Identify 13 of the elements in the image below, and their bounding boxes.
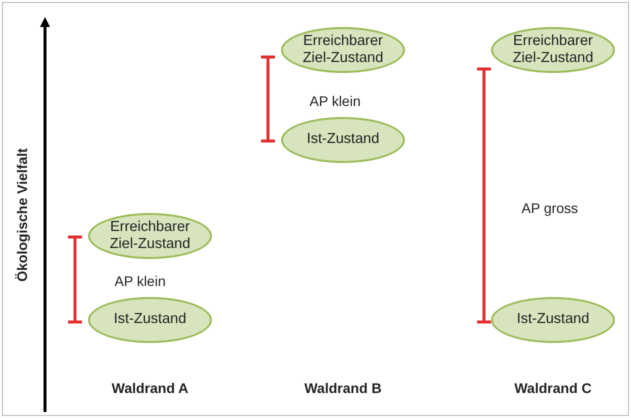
state-label: Ist-Zustand: [114, 311, 186, 329]
axis-label: Ökologische Vielfalt: [14, 148, 30, 282]
gap-label: AP klein: [114, 273, 166, 289]
state-label: Erreichbarer Ziel-Zustand: [108, 218, 192, 254]
gap-label: AP gross: [522, 200, 578, 216]
state-label: Erreichbarer Ziel-Zustand: [512, 32, 594, 68]
column-label: Waldrand C: [513, 378, 593, 398]
state-label: Ist-Zustand: [306, 131, 380, 149]
state-label: Erreichbarer Ziel-Zustand: [302, 32, 384, 68]
gap-label: AP klein: [310, 93, 361, 109]
column-label: Waldrand B: [303, 378, 383, 398]
column-label: Waldrand A: [110, 378, 190, 398]
state-label: Ist-Zustand: [516, 311, 590, 329]
